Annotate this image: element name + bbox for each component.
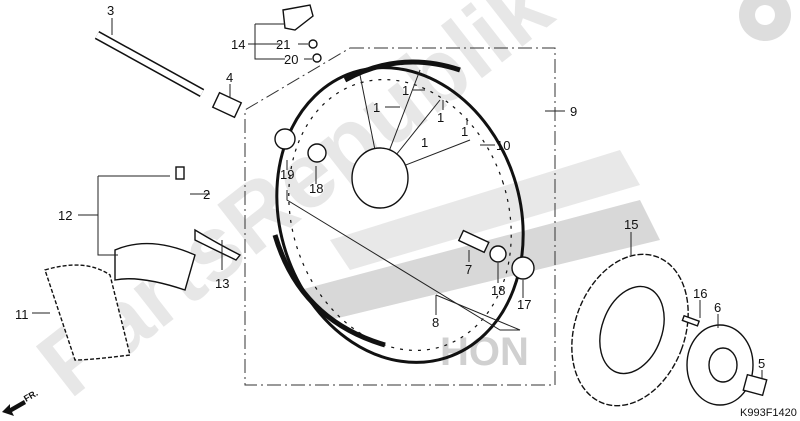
callout-18: 18 (491, 283, 505, 298)
callout-14: 14 (231, 37, 245, 52)
axle-part (94, 31, 205, 97)
tire-part (44, 264, 131, 361)
callout-4: 4 (226, 70, 233, 85)
callout-1: 1 (421, 135, 428, 150)
callout-9: 9 (570, 104, 577, 119)
bearing-18a (307, 143, 327, 163)
nut-21 (308, 39, 318, 49)
callout-1: 1 (437, 110, 444, 125)
seal-17 (511, 256, 535, 280)
callout-3: 3 (107, 3, 114, 18)
callout-1: 1 (373, 100, 380, 115)
figure-code: K993F1420 (740, 407, 797, 419)
callout-13: 13 (215, 276, 229, 291)
rim-band-part (194, 228, 242, 261)
nut-20 (312, 53, 322, 63)
callout-1: 1 (402, 83, 409, 98)
wheel-hub (351, 147, 409, 209)
callout-21: 21 (276, 37, 290, 52)
callout-5: 5 (758, 356, 765, 371)
valve-part (175, 166, 185, 180)
callout-12: 12 (58, 208, 72, 223)
disc-center (599, 285, 665, 375)
rim-lock-part (282, 4, 314, 31)
callout-8: 8 (432, 315, 439, 330)
collar-5 (742, 373, 768, 397)
callout-20: 20 (284, 52, 298, 67)
collar-part (211, 91, 243, 119)
callout-6: 6 (714, 300, 721, 315)
bearing-19 (274, 128, 296, 150)
callout-16: 16 (693, 286, 707, 301)
callout-18: 18 (309, 181, 323, 196)
assembly-frame (244, 47, 556, 386)
flange-center (708, 347, 738, 383)
front-label: FR. (22, 388, 40, 404)
bolt-16 (681, 314, 701, 327)
svg-text:HON: HON (440, 330, 529, 374)
callout-11: 11 (15, 307, 29, 322)
callout-10: 10 (496, 138, 510, 153)
callout-19: 19 (280, 167, 294, 182)
wheel-rim (272, 59, 525, 364)
callout-15: 15 (624, 217, 638, 232)
callout-7: 7 (465, 262, 472, 277)
callout-17: 17 (517, 297, 531, 312)
front-direction-marker: FR. (2, 388, 40, 416)
callout-2: 2 (203, 187, 210, 202)
callouts: 3 4 14 21 20 1 1 1 1 1 9 10 19 18 2 12 1… (15, 3, 765, 371)
callout-1: 1 (461, 124, 468, 139)
tube-part (114, 242, 196, 291)
honda-logo: HON (300, 150, 660, 374)
distance-collar-7 (457, 229, 490, 254)
leader-lines (32, 18, 763, 378)
bearing-18b (489, 245, 507, 263)
gear-icon (739, 0, 791, 41)
